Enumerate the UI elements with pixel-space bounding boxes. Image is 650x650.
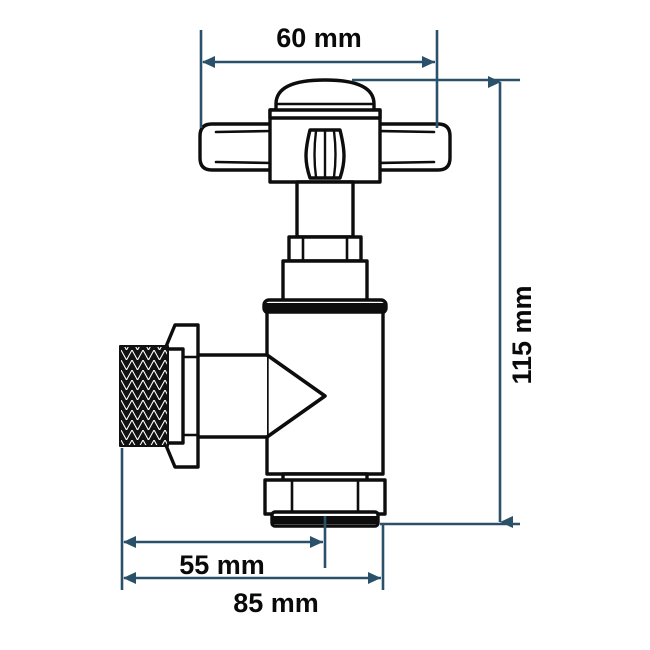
handle-arm-right (376, 122, 452, 172)
inlet-neck (198, 355, 267, 437)
handle-hub (304, 128, 346, 180)
dimension-length-overall (123, 524, 385, 590)
handle-cap-band (268, 108, 382, 120)
bonnet-hex-small (287, 235, 363, 263)
spindle (295, 180, 355, 239)
handle-arm-left (198, 122, 274, 172)
male-thread (119, 345, 185, 447)
handle-dome (272, 78, 378, 114)
dimension-length-inner (120, 448, 327, 590)
dimension-layer (120, 30, 520, 590)
bonnet-barrel (281, 259, 369, 303)
body (265, 310, 385, 476)
outlet-hex-nut (263, 478, 387, 516)
flow-arrow (265, 353, 327, 439)
dimension-label-length-inner: 55 mm (179, 550, 265, 580)
dimension-label-height-right: 115 mm (507, 285, 537, 384)
valve-assembly (119, 78, 452, 528)
dimension-height-right (352, 76, 520, 528)
dimension-label-width-top: 60 mm (276, 23, 362, 53)
dimension-label-length-overall: 85 mm (233, 588, 319, 618)
